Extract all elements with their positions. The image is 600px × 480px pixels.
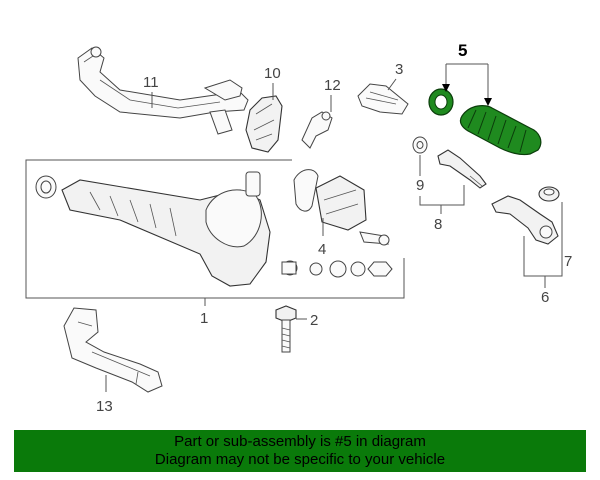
- banner-line-1: Part or sub-assembly is #5 in diagram: [174, 433, 426, 450]
- callout-7-6: 7 6: [523, 202, 572, 306]
- callout-12: 12: [324, 77, 341, 112]
- part-7-boot-cap: [538, 186, 560, 202]
- callout-10-label: 10: [264, 65, 281, 82]
- callout-4-label: 4: [318, 241, 326, 258]
- callout-11-label: 11: [143, 74, 159, 91]
- parts-diagram: 11 10 12 3 5: [25, 41, 572, 415]
- callout-3-label: 3: [395, 61, 403, 78]
- callout-5-label: 5: [458, 41, 467, 60]
- part-6-tie-rod-end: [491, 195, 559, 245]
- callout-10: 10: [264, 65, 281, 100]
- part-12-bracket: [301, 111, 333, 149]
- callout-1-label: 1: [200, 310, 208, 327]
- callout-1: 1: [200, 298, 208, 327]
- part-5-steering-boot: [428, 88, 542, 156]
- callout-13: 13: [96, 375, 113, 415]
- callout-8-label: 8: [434, 216, 442, 233]
- callout-4: 4: [318, 218, 326, 258]
- callout-9-8: 9 8: [416, 155, 465, 233]
- part-2-bolt: [275, 305, 297, 353]
- callout-2-label: 2: [310, 312, 318, 329]
- callout-9-label: 9: [416, 177, 424, 194]
- callout-13-label: 13: [96, 398, 113, 415]
- part-3-shield: [357, 83, 409, 115]
- part-9-washer: [412, 136, 428, 154]
- part-8-inner-tie-rod: [437, 149, 487, 189]
- callout-11: 11: [143, 74, 159, 108]
- callout-6-label: 6: [541, 289, 549, 306]
- info-banner: Part or sub-assembly is #5 in diagram Di…: [14, 430, 586, 472]
- part-4-bracket: [293, 169, 390, 246]
- callout-5: 5: [442, 41, 492, 106]
- callout-7-label: 7: [564, 253, 572, 270]
- part-5-bellows-boot: [459, 105, 542, 156]
- callout-3: 3: [387, 61, 403, 91]
- part-11-harness: [77, 46, 249, 135]
- callout-12-label: 12: [324, 77, 341, 94]
- callout-2: 2: [296, 312, 318, 329]
- part-1-rack-assembly: [25, 159, 405, 299]
- part-10-cover: [245, 95, 283, 153]
- part-13-lower-bracket: [63, 307, 163, 393]
- banner-line-2: Diagram may not be specific to your vehi…: [154, 451, 446, 468]
